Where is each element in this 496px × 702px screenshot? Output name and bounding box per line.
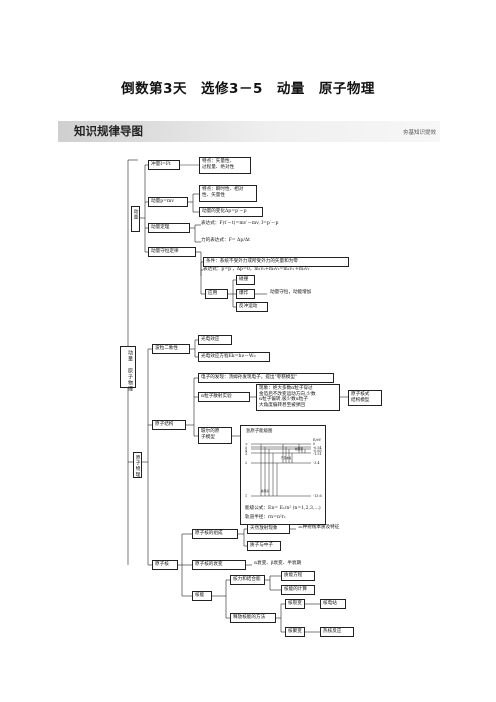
impulse-node: 冲量I=Ft <box>148 160 180 170</box>
decay-node: 原子核的衰变 <box>192 560 246 570</box>
photoelectric-node: 光电效应 <box>198 335 232 345</box>
photoelectric-equation: 光电效应方程Ek=hν－W₀ <box>198 352 270 362</box>
fusion-node: 核聚变 <box>285 627 305 637</box>
alpha-scattering-node: α粒子散射实验 <box>198 392 250 402</box>
section-banner <box>58 121 440 142</box>
atomic-branch-node: 原子物理 <box>133 452 142 478</box>
momentum-branch-node: 动量 <box>131 206 140 232</box>
composition-node: 原子核的组成 <box>192 529 238 539</box>
conservation-condition: 条件：系统不受外力或所受外力的矢量和为零 <box>203 257 349 267</box>
energy-formula: 能级公式：En= E₁/n² (n=1,2,3,…) <box>245 506 321 511</box>
energy-level-diagram <box>251 443 311 497</box>
radioactivity-node: 天然放射现象 <box>247 524 290 534</box>
collision-node: 碰撞 <box>236 275 255 285</box>
banner-label: 知识规律导图 <box>74 124 143 138</box>
momentum-desc: 特点：瞬时性、相对性、矢量性 <box>199 185 257 202</box>
power-plant-node: 核电站 <box>320 599 346 609</box>
theorem-expression: 表达式：F(t′－t)=mv′－mv, I=p′－p <box>201 221 279 226</box>
electron-discovery: 电子的发现：汤姆孙发现电子，提出"枣糕模型" <box>198 373 334 383</box>
release-methods-node: 释放核能的方法 <box>230 613 276 623</box>
decay-types: α衰变、β衰变、半衰期 <box>254 561 302 566</box>
series-lyman: 赖曼系 <box>261 490 269 493</box>
level-n-inf: ∞ <box>245 442 248 446</box>
mass-energy-node: 质能方程 <box>281 571 315 581</box>
level-n-5: 5 <box>245 446 248 450</box>
level-n-2: 2 <box>245 461 248 465</box>
orbit-formula: 轨道半径：rn=n²r₁ <box>245 515 286 520</box>
rays-node: 三种射线本质及特征 <box>298 525 340 530</box>
energy-axis-label: E/eV <box>313 438 322 442</box>
level-e-4: -0.85 <box>313 448 322 453</box>
level-n-1: 1 <box>245 494 248 498</box>
theorem-node: 动量定理 <box>148 223 190 233</box>
banner-right-label: 夯基知识提效 <box>402 130 436 136</box>
energy-level-title: 氢原子能级图 <box>246 429 273 434</box>
explosion-note: 动量守恒，动能增加 <box>270 290 312 295</box>
binding-energy-node: 核力和结合能 <box>230 575 265 585</box>
wave-particle-node: 波粒二象性 <box>152 344 190 354</box>
root-node: 动量 原子物理 <box>120 346 136 392</box>
level-n-3: 3 <box>245 452 248 456</box>
recoil-node: 反冲运动 <box>236 302 268 312</box>
momentum-node: 动量p=mv <box>148 197 188 207</box>
theorem-force-expression: 力的表达式：F= Δp/Δt <box>201 238 251 243</box>
explosion-node: 爆炸 <box>236 289 255 299</box>
application-node: 应用 <box>205 289 228 299</box>
bohr-model-node: 玻尔的原子模型 <box>198 427 232 444</box>
nuclear-model-node: 原子核式结构模型 <box>348 390 382 406</box>
nucleons-node: 质子与中子 <box>247 541 281 551</box>
level-e-3: -1.51 <box>313 452 322 456</box>
conservation-expression: 表达式：p=p′，Δp=0，m₁v₁+m₂v₂=m₁v₁′+m₂v₂′ <box>203 267 311 272</box>
thermonuclear-node: 热核反应 <box>320 627 354 637</box>
alpha-scattering-desc: 现象：绝大多数α粒子穿过 金箔后不改变运动方向,少数 α粒子偏转,极少数α粒子 … <box>256 384 340 411</box>
series-paschen: 帕邢系 <box>295 448 303 451</box>
nuclear-energy-node: 核能 <box>192 591 212 601</box>
structure-node: 原子结构 <box>152 420 186 430</box>
level-e-1: -13.6 <box>313 494 322 498</box>
page-title: 倒数第3天 选修3－5 动量 原子物理 <box>121 81 375 97</box>
momentum-change: 动量的变化Δp=p′－p <box>199 207 263 217</box>
level-e-inf: 0 <box>313 442 316 446</box>
level-n-4: 4 <box>245 449 248 453</box>
fission-node: 核裂变 <box>285 599 305 609</box>
nucleus-node: 原子核 <box>152 560 178 570</box>
series-balmer: 巴耳末系 <box>281 457 292 460</box>
energy-level-panel: 氢原子能级图 E/eV ∞ 0 5 -0.54 4 -0.85 3 -1.51 <box>240 425 326 525</box>
energy-calc-node: 核能的计算 <box>281 585 315 595</box>
conservation-node: 动量守恒定律 <box>148 247 196 257</box>
level-e-5: -0.54 <box>313 445 322 450</box>
level-e-2: -3.4 <box>313 461 320 465</box>
impulse-desc: 特点：矢量性、过程量、绝对性 <box>199 157 251 174</box>
